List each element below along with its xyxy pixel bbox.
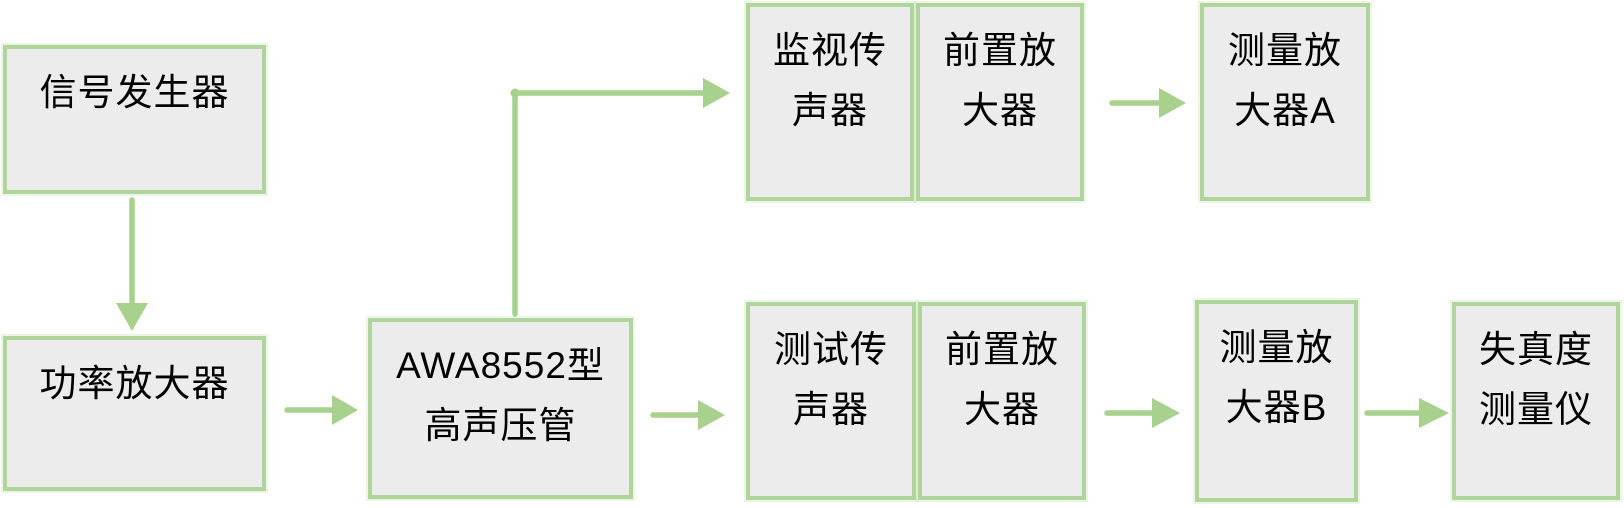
node-label: 信号发生器 [39, 72, 230, 113]
node-awa8552-tube: AWA8552型 高声压管 [368, 318, 633, 499]
arrow-amp-b-to-distortion [1364, 398, 1449, 428]
node-label: 功率放大器 [39, 363, 230, 404]
node-label: 监视传 声器 [773, 30, 887, 131]
node-label: 测量放 大器A [1228, 30, 1342, 131]
node-measuring-amplifier-b: 测量放 大器B [1195, 300, 1358, 502]
arrow-tube-to-test-mic [650, 400, 725, 430]
node-label: 前置放 大器 [945, 329, 1059, 430]
node-label: 测量放 大器B [1219, 327, 1334, 428]
node-preamplifier-top: 前置放 大器 [916, 3, 1084, 201]
node-distortion-meter: 失真度 测量仪 [1452, 302, 1620, 500]
node-preamplifier-bottom: 前置放 大器 [918, 302, 1086, 500]
arrow-signal-to-power [116, 197, 148, 331]
node-label: 测试传 声器 [774, 329, 888, 430]
node-monitor-microphone: 监视传 声器 [746, 3, 914, 201]
node-test-microphone: 测试传 声器 [746, 302, 916, 500]
node-label: 前置放 大器 [943, 30, 1057, 131]
node-signal-generator: 信号发生器 [3, 45, 266, 194]
arrow-power-to-tube [284, 395, 358, 425]
node-label: 失真度 测量仪 [1479, 329, 1593, 430]
arrow-preamp-to-amp-b [1104, 398, 1180, 428]
connector-tube-to-monitor [510, 78, 730, 317]
node-measuring-amplifier-a: 测量放 大器A [1200, 3, 1370, 201]
node-power-amplifier: 功率放大器 [3, 336, 266, 491]
arrow-preamp-to-amp-a [1109, 88, 1186, 118]
node-label: AWA8552型 高声压管 [396, 345, 605, 446]
